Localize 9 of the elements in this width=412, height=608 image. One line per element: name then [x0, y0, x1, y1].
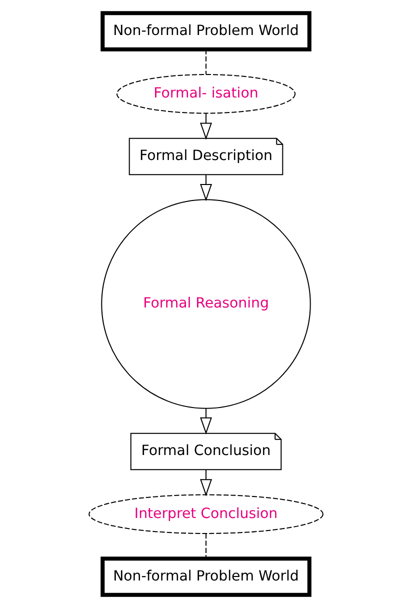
node-ellipse: Formal- isation: [116, 74, 296, 114]
node-ellipse: Interpret Conclusion: [88, 494, 324, 534]
arrow: [200, 470, 212, 496]
arrow: [200, 113, 212, 140]
arrow: [200, 408, 212, 434]
node-box: Non-formal Problem World: [100, 11, 312, 52]
node-circle: Formal Reasoning: [101, 199, 311, 409]
node-box: Non-formal Problem World: [100, 556, 312, 597]
arrow: [200, 174, 212, 202]
